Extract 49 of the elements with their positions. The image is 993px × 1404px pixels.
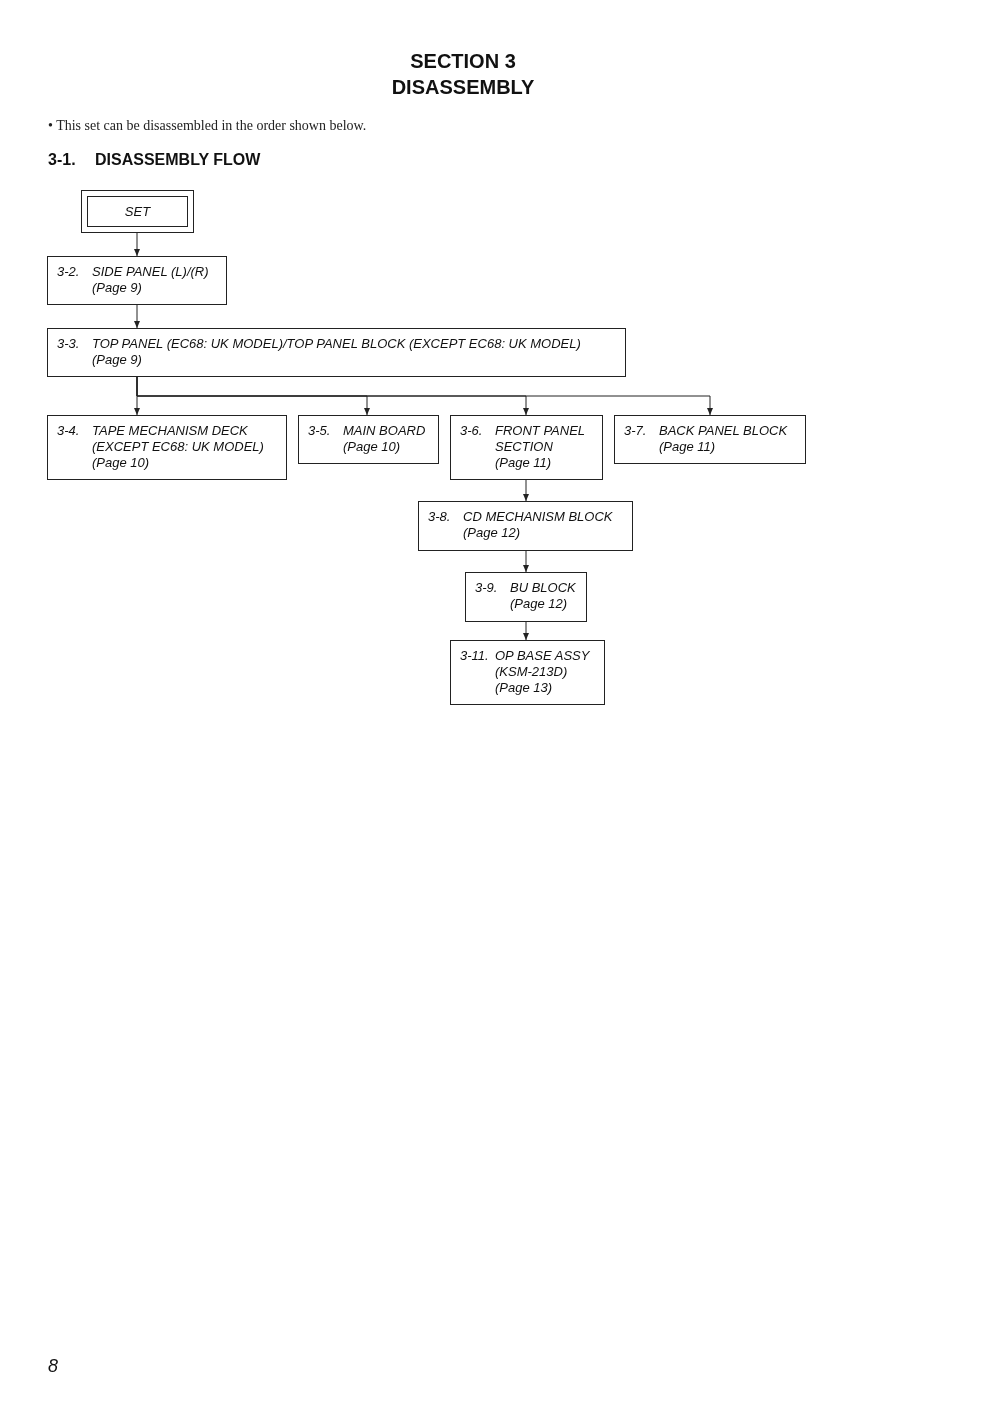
step-title: BACK PANEL BLOCK	[659, 423, 789, 439]
step-box	[614, 415, 806, 464]
box-label: SET	[124, 203, 151, 220]
step-box	[47, 328, 626, 377]
section-title: SECTION 3 DISASSEMBLY	[390, 49, 536, 100]
step-number: 3-5.	[308, 423, 332, 440]
page-reference: (Page 11)	[495, 455, 553, 471]
step-number: 3-8.	[428, 509, 452, 526]
step-number: 3-6.	[460, 423, 484, 440]
flow-arrow	[523, 621, 529, 641]
step-number: 3-9.	[475, 580, 499, 597]
page-reference: (Page 10)	[343, 439, 402, 455]
step-title: MAIN BOARD	[343, 423, 427, 439]
step-title: TAPE MECHANISM DECK (EXCEPT EC68: UK MODEL)	[92, 423, 265, 455]
step-box	[47, 415, 287, 480]
step-box	[418, 501, 633, 551]
step-box	[298, 415, 439, 464]
start-box	[81, 190, 194, 233]
flow-arrow	[134, 304, 140, 329]
page-reference: (Page 13)	[495, 680, 554, 696]
step-title: OP BASE ASSY (KSM-213D)	[495, 648, 591, 680]
page-reference: (Page 10)	[92, 455, 151, 471]
step-box	[465, 572, 587, 622]
page-reference: (Page 11)	[659, 439, 717, 455]
step-number: 3-4.	[57, 423, 81, 440]
step-number: 3-3.	[57, 336, 81, 353]
page-reference: (Page 9)	[92, 352, 143, 368]
step-title: SIDE PANEL (L)/(R)	[92, 264, 210, 280]
flow-arrow	[523, 479, 529, 502]
flow-arrow	[136, 376, 713, 416]
intro-note: • This set can be disassembled in the order shown below.	[48, 118, 367, 134]
page-reference: (Page 12)	[510, 596, 569, 612]
flow-arrow	[523, 550, 529, 573]
step-box	[450, 640, 605, 705]
step-number: 3-7.	[624, 423, 648, 440]
step-box	[450, 415, 603, 480]
subsection-heading: DISASSEMBLY FLOW	[95, 151, 261, 169]
page-reference: (Page 12)	[463, 525, 522, 541]
step-box	[47, 256, 227, 305]
step-number: 3-11.	[460, 648, 490, 665]
step-title: FRONT PANEL SECTION	[495, 423, 586, 455]
flow-arrow	[134, 232, 140, 257]
step-title: TOP PANEL (EC68: UK MODEL)/TOP PANEL BLOCK (EXCEPT EC68: UK MODEL)	[92, 336, 582, 352]
step-title: BU BLOCK	[510, 580, 577, 596]
page-number: 8	[48, 1356, 58, 1377]
section-number: 3-1.	[48, 151, 76, 169]
step-title: CD MECHANISM BLOCK	[463, 509, 614, 525]
step-number: 3-2.	[57, 264, 81, 281]
page-reference: (Page 9)	[92, 280, 143, 296]
